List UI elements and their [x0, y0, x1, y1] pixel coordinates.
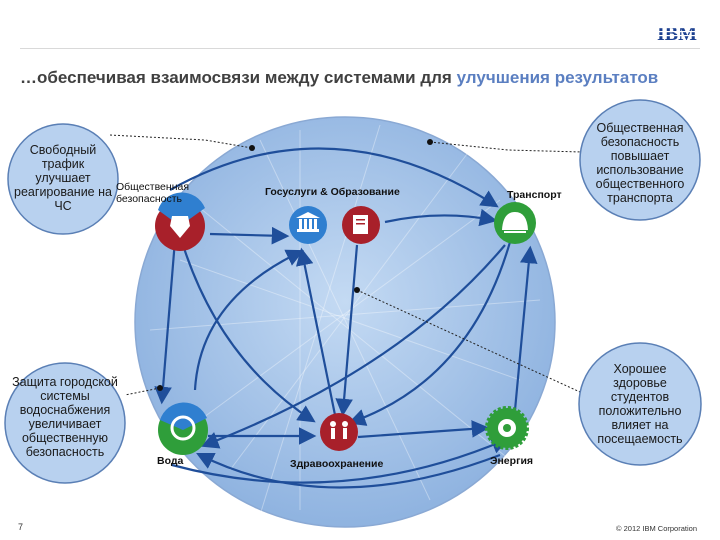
water-node	[158, 402, 208, 455]
callout-transport-bubble	[579, 99, 701, 221]
transport-node	[494, 202, 536, 244]
label-healthcare: Здравоохранение	[290, 458, 384, 470]
callout-water-text: Защита городской системы водоснабжения у…	[12, 375, 118, 459]
people-icon	[330, 421, 348, 439]
copyright: © 2012 IBM Corporation	[616, 524, 697, 533]
header-divider	[20, 48, 700, 49]
title-highlight: улучшения результатов	[456, 68, 659, 87]
city-circle	[134, 116, 556, 528]
label-gov-education: Госуслуги & Образование	[265, 186, 400, 198]
label-transport: Транспорт	[507, 189, 562, 201]
education-node	[342, 206, 380, 244]
energy-node	[485, 406, 529, 450]
page-number: 7	[18, 522, 24, 532]
callout-health-bubble	[578, 342, 702, 466]
healthcare-node	[320, 413, 358, 451]
callout-water-bubble	[4, 362, 126, 484]
logo-text: IBM	[657, 23, 697, 44]
label-water: Вода	[157, 455, 184, 467]
connection-arrows	[154, 147, 538, 489]
callout-transport-text: Общественная безопасность повышает испол…	[595, 121, 685, 205]
callout-traffic-text: Свободный трафик улучшает реагирование н…	[14, 143, 112, 213]
train-icon	[502, 212, 528, 230]
shield-icon	[170, 216, 190, 238]
label-energy: Энергия	[490, 455, 534, 467]
gov-services-node	[289, 206, 327, 244]
callout-leaders	[109, 134, 583, 396]
callout-traffic-bubble	[7, 123, 119, 235]
leader-dots	[157, 139, 433, 391]
building-icon	[296, 212, 320, 232]
water-drop-icon	[170, 415, 196, 441]
slide-title: …обеспечивая взаимосвязи между системами…	[20, 66, 660, 89]
ibm-logo: IBM	[652, 23, 702, 44]
title-text: …обеспечивая взаимосвязи между системами…	[20, 68, 457, 87]
public-safety-node	[155, 192, 205, 251]
callout-health-text: Хорошее здоровье студентов положительно …	[597, 362, 683, 446]
label-public-safety: Общественная безопасность	[116, 181, 190, 205]
